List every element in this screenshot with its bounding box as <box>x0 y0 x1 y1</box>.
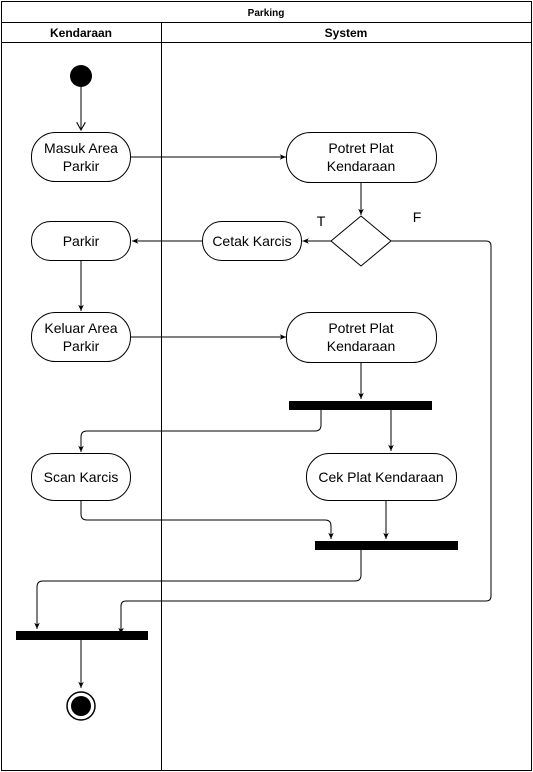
activity-label-line: Scan Karcis <box>44 469 119 485</box>
activity-label-line: Cek Plat Kendaraan <box>318 469 443 485</box>
branch-label-false: F <box>413 209 422 225</box>
activity-label-line: Parkir <box>63 338 100 354</box>
activity-label-line: Masuk Area <box>44 140 118 156</box>
diagram-title: Parking <box>248 8 285 19</box>
edge-fork-scan <box>78 410 322 452</box>
final-node <box>66 691 96 721</box>
activity-cetak-karcis: Cetak Karcis <box>202 221 302 261</box>
activity-masuk-area-parkir: Masuk Area Parkir <box>31 132 131 182</box>
final-join-bar <box>16 631 148 640</box>
decision-node <box>330 215 392 267</box>
activity-label-line: Parkir <box>63 233 100 249</box>
branch-label-true: T <box>317 213 326 229</box>
fork-bar <box>289 401 432 410</box>
activity-label-line: Potret Plat <box>328 320 393 336</box>
edge-join-final-join <box>34 550 362 629</box>
lane-label-system: System <box>325 26 368 40</box>
edge-scan-join <box>80 500 334 539</box>
activity-potret-plat-kendaraan-1: Potret Plat Kendaraan <box>286 132 437 183</box>
lane-label-kendaraan: Kendaraan <box>50 26 112 40</box>
activity-label-line: Keluar Area <box>44 320 117 336</box>
activity-potret-plat-kendaraan-2: Potret Plat Kendaraan <box>286 312 437 363</box>
activity-cek-plat-kendaraan: Cek Plat Kendaraan <box>306 453 457 501</box>
activity-keluar-area-parkir: Keluar Area Parkir <box>31 312 131 362</box>
activity-parkir: Parkir <box>31 221 131 261</box>
activity-label-line: Kendaraan <box>327 158 396 174</box>
activity-label-line: Cetak Karcis <box>212 233 291 249</box>
join-bar <box>315 541 458 550</box>
activity-label-line: Parkir <box>63 158 100 174</box>
initial-node <box>70 65 92 87</box>
activity-scan-karcis: Scan Karcis <box>31 453 131 501</box>
activity-label-line: Potret Plat <box>328 140 393 156</box>
activity-label-line: Kendaraan <box>327 338 396 354</box>
edge-decision-final-join <box>118 240 492 634</box>
